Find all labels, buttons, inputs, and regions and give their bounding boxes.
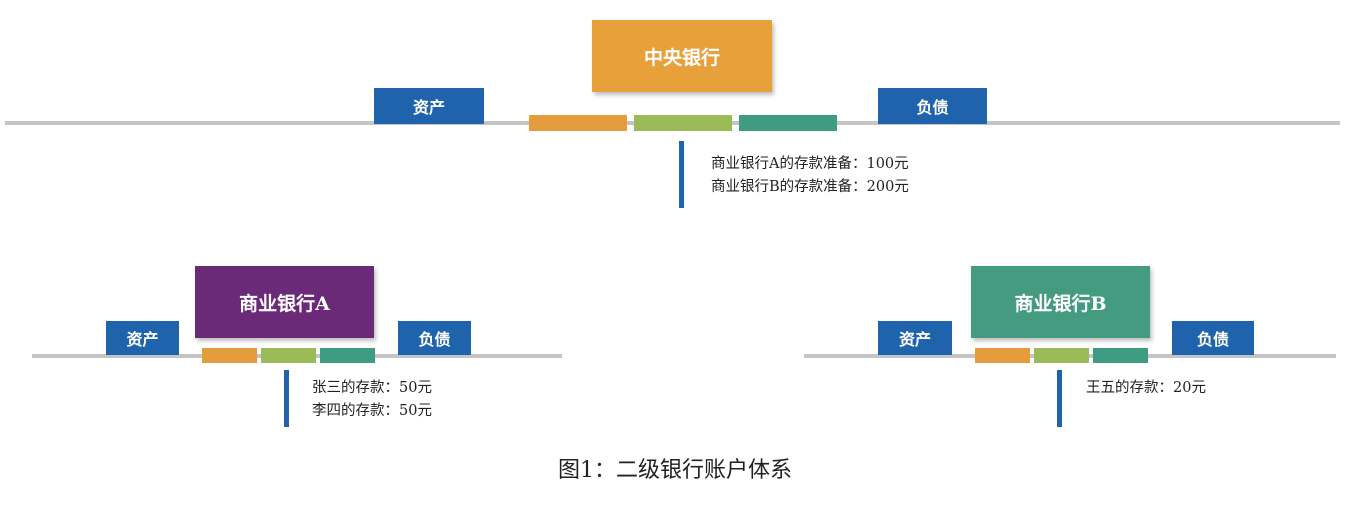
bank-b-assets-label: 资产 (878, 321, 952, 355)
bank-b-title: 商业银行B (971, 266, 1150, 338)
bank-a-liabilities-label: 负债 (398, 321, 471, 355)
central-bank-bar-teal (739, 115, 837, 131)
figure-caption: 图1：二级银行账户体系 (558, 458, 792, 483)
bank-a-note-1: 张三的存款：50元 (312, 380, 432, 396)
bank-a-bar-orange (202, 348, 257, 363)
bank-b-liabilities-label: 负债 (1172, 321, 1254, 355)
central-bank-note-1: 商业银行A的存款准备：100元 (711, 156, 909, 172)
central-bank-note-2: 商业银行B的存款准备：200元 (711, 179, 909, 195)
bank-a-notes: 张三的存款：50元 李四的存款：50元 (312, 377, 432, 423)
bank-b-note-1: 王五的存款：20元 (1086, 380, 1206, 396)
central-bank-liabilities-label: 负债 (878, 88, 987, 124)
bank-a-assets-label: 资产 (106, 321, 179, 355)
bank-b-bar-green (1034, 348, 1089, 363)
central-bank-note-marker (679, 141, 684, 208)
bank-a-bar-green (261, 348, 316, 363)
bank-a-bar-teal (320, 348, 375, 363)
bank-b-notes: 王五的存款：20元 (1086, 377, 1206, 400)
bank-b-note-marker (1057, 370, 1062, 427)
central-bank-bar-green (634, 115, 732, 131)
central-bank-bar-orange (529, 115, 627, 131)
central-bank-notes: 商业银行A的存款准备：100元 商业银行B的存款准备：200元 (711, 153, 909, 199)
bank-a-title: 商业银行A (195, 266, 374, 338)
bank-a-note-marker (284, 370, 289, 427)
bank-a-note-2: 李四的存款：50元 (312, 403, 432, 419)
bank-b-bar-orange (975, 348, 1030, 363)
central-bank-assets-label: 资产 (374, 88, 484, 124)
bank-b-bar-teal (1093, 348, 1148, 363)
central-bank-title: 中央银行 (592, 20, 772, 92)
